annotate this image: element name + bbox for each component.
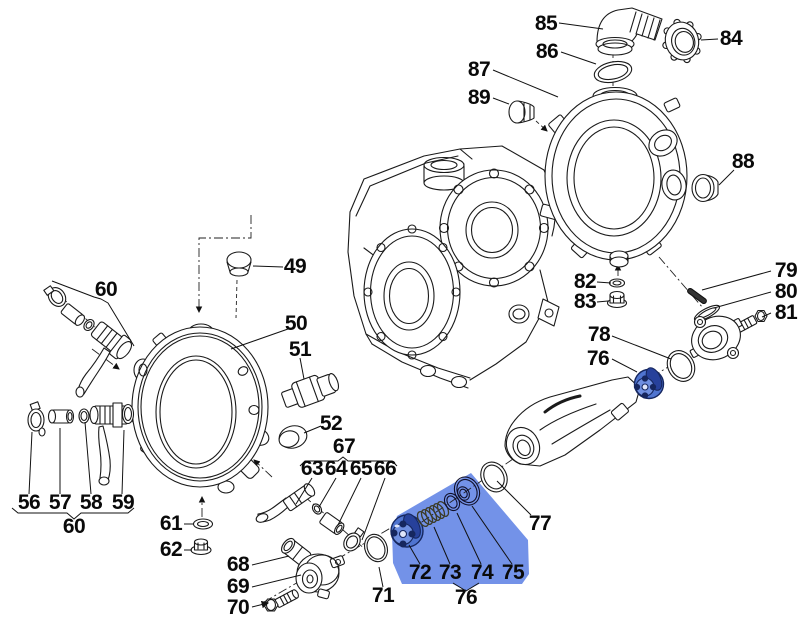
- part-58-oring: [78, 408, 90, 424]
- bracket-group-60-bottom: [11, 507, 135, 520]
- part-label-49[interactable]: 49: [283, 255, 307, 278]
- part-61-oring: [192, 518, 214, 530]
- part-manifold: [504, 376, 641, 467]
- part-label-71[interactable]: 71: [371, 584, 395, 607]
- part-65-hose-fitting: [319, 512, 345, 535]
- part-66-clamp: [343, 527, 365, 552]
- part-82-washer: [608, 278, 626, 288]
- part-51-accumulator: [281, 373, 340, 408]
- part-50-ring: [130, 323, 270, 494]
- part-79-pin: [687, 287, 707, 305]
- part-64-oring: [311, 503, 323, 515]
- part-crankcase: [347, 145, 560, 389]
- part-label-87[interactable]: 87: [467, 58, 491, 81]
- bracket-group-60-top: [51, 280, 135, 347]
- part-73-spring[interactable]: [415, 500, 451, 528]
- part-label-65[interactable]: 65: [349, 457, 373, 480]
- part-71-oring: [363, 533, 389, 563]
- part-89-plug: [508, 100, 535, 124]
- part-72-valve[interactable]: [390, 511, 424, 548]
- part-label-57[interactable]: 57: [48, 491, 72, 514]
- part-label-72[interactable]: 72: [408, 561, 432, 584]
- pointer-group-76: [452, 582, 480, 592]
- part-label-62[interactable]: 62: [159, 538, 183, 561]
- part-label-77[interactable]: 77: [528, 512, 552, 535]
- part-label-69[interactable]: 69: [226, 575, 250, 598]
- part-label-83[interactable]: 83: [573, 290, 597, 313]
- part-label-64[interactable]: 64: [324, 457, 348, 480]
- part-63-ball-valve: [255, 483, 316, 523]
- highlight-region-kit-76[interactable]: [392, 473, 529, 591]
- part-label-88[interactable]: 88: [731, 150, 755, 173]
- part-85-elbow: [595, 7, 663, 56]
- part-label-56[interactable]: 56: [17, 491, 41, 514]
- part-label-50[interactable]: 50: [284, 312, 308, 335]
- part-label-51[interactable]: 51: [288, 338, 312, 361]
- part-label-59[interactable]: 59: [111, 491, 135, 514]
- part-label-68[interactable]: 68: [226, 553, 250, 576]
- part-label-79[interactable]: 79: [774, 259, 798, 282]
- part-49-plug: [226, 251, 252, 277]
- part-83-nut: [606, 290, 628, 309]
- leader-lines: [11, 22, 772, 609]
- part-label-75[interactable]: 75: [501, 561, 525, 584]
- part-label-84[interactable]: 84: [719, 27, 743, 50]
- part-label-82[interactable]: 82: [573, 270, 597, 293]
- part-57-hose-fitting: [47, 409, 75, 424]
- part-label-67[interactable]: 67: [332, 435, 356, 458]
- part-label-76-bottom[interactable]: 76: [454, 586, 478, 609]
- part-84-ring-nut: [662, 18, 702, 64]
- part-label-63[interactable]: 63: [300, 457, 324, 480]
- part-70-bolt: [263, 589, 299, 612]
- part-label-85[interactable]: 85: [534, 12, 558, 35]
- part-label-81[interactable]: 81: [774, 301, 798, 324]
- part-label-60-top[interactable]: 60: [94, 278, 118, 301]
- part-78-oring: [666, 350, 696, 382]
- part-75-valve-seat[interactable]: [450, 473, 485, 510]
- part-76-valve[interactable]: [633, 365, 665, 400]
- part-56-clamp: [27, 401, 46, 437]
- part-86-oring: [593, 60, 633, 84]
- part-label-70[interactable]: 70: [226, 596, 250, 619]
- bracket-group-67: [299, 456, 398, 467]
- part-label-58[interactable]: 58: [79, 491, 103, 514]
- part-62-nut: [190, 538, 212, 556]
- part-label-89[interactable]: 89: [467, 86, 491, 109]
- part-label-52[interactable]: 52: [319, 412, 343, 435]
- part-label-76-top[interactable]: 76: [586, 347, 610, 370]
- part-port-housing: [689, 315, 743, 361]
- part-69-valve-body: [295, 553, 345, 600]
- part-52-plug: [278, 425, 308, 449]
- part-label-61[interactable]: 61: [159, 512, 183, 535]
- part-label-66[interactable]: 66: [373, 457, 397, 480]
- part-label-60-bottom[interactable]: 60: [62, 515, 86, 538]
- part-label-78[interactable]: 78: [587, 323, 611, 346]
- part-label-86[interactable]: 86: [535, 40, 559, 63]
- part-label-74[interactable]: 74: [470, 561, 494, 584]
- assembly-60-top: [43, 285, 133, 398]
- part-87-casing: [539, 86, 688, 268]
- part-label-73[interactable]: 73: [438, 561, 462, 584]
- part-label-80[interactable]: 80: [774, 280, 798, 303]
- part-59-ball-valve: [89, 402, 135, 486]
- part-81-bolt: [735, 309, 768, 333]
- part-88-cap: [691, 173, 719, 203]
